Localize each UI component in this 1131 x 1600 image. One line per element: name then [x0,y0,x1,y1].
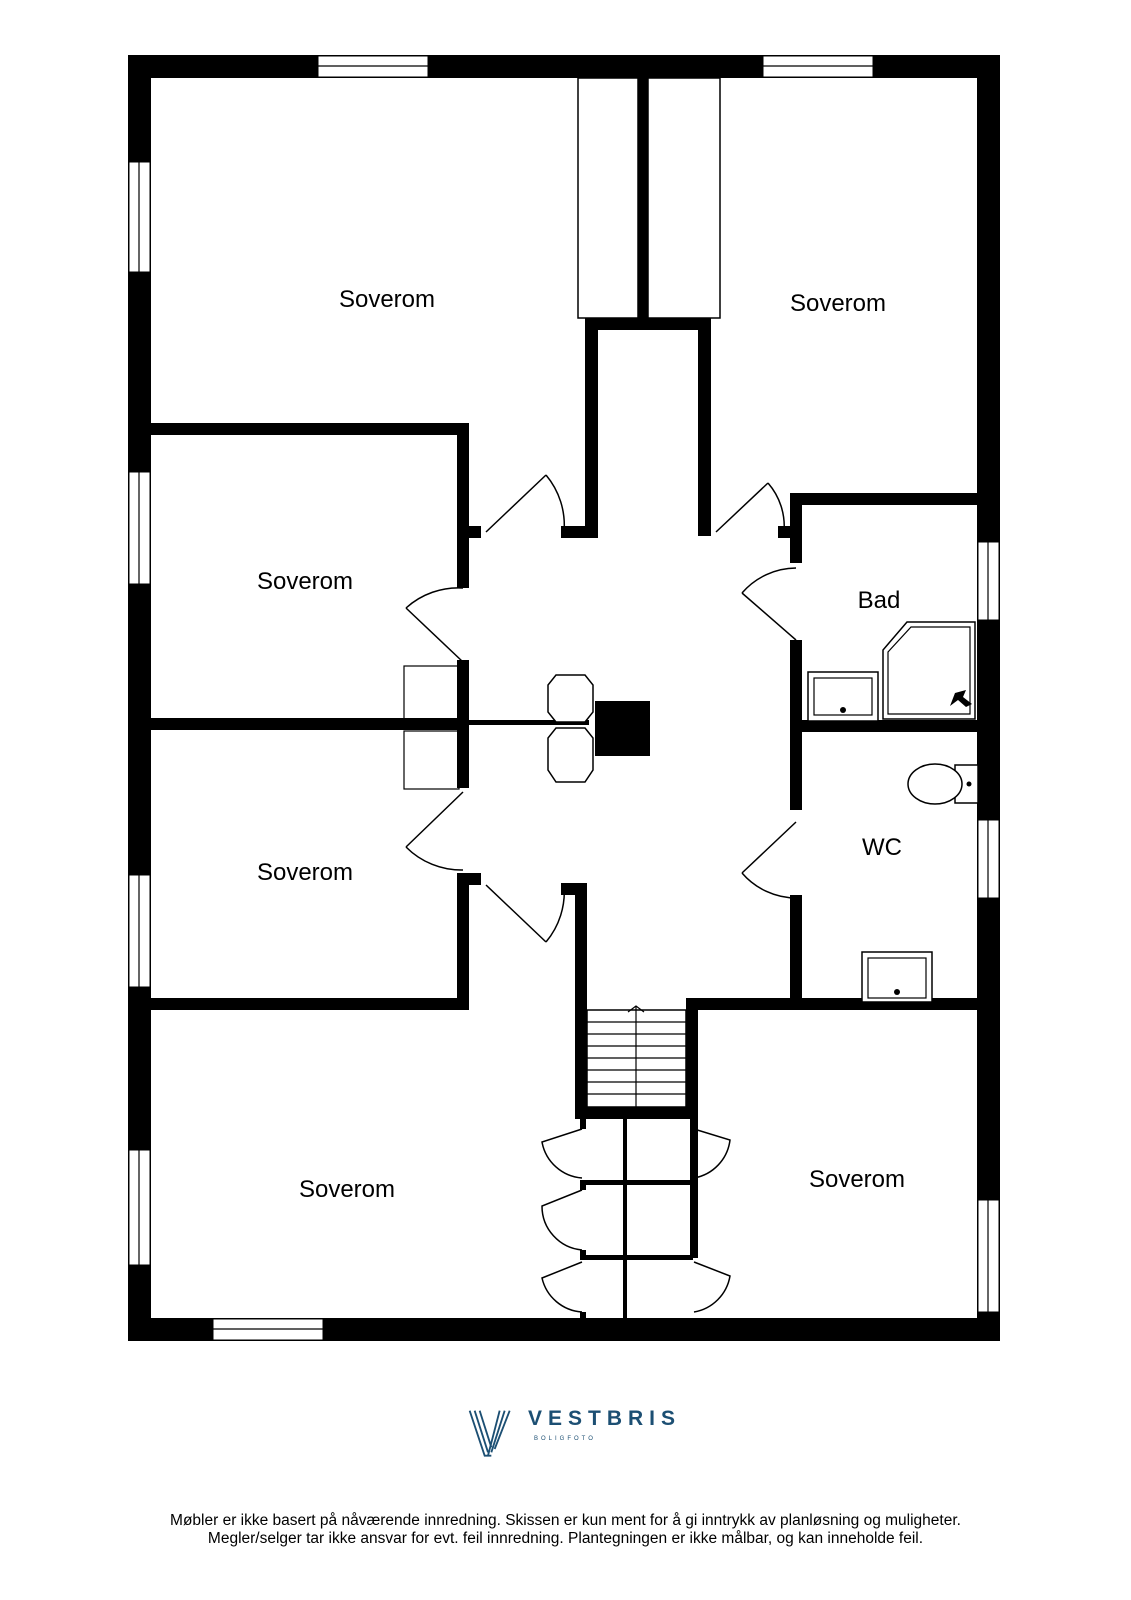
room-label-bedroom-bottom-left: Soverom [299,1176,395,1203]
room-label-bedroom-bottom-right: Soverom [809,1166,905,1193]
disclaimer-line-2: Megler/selger tar ikke ansvar for evt. f… [207,1530,924,1547]
brand-name: VESTBRIS [528,1407,682,1430]
bathroom-fixtures [807,621,979,1003]
room-label-bedroom-top-right: Soverom [790,290,886,317]
disclaimer: Møbler er ikke basert på nåværende innre… [0,1512,1131,1548]
room-label-bathroom: Bad [858,587,901,614]
room-label-bedroom-mid-left-2: Soverom [257,859,353,886]
doors [405,474,797,1313]
room-labels: Soverom Soverom Soverom Soverom Soverom … [257,286,905,1203]
room-label-bedroom-top-left: Soverom [339,286,435,313]
brand-tagline: BOLIGFOTO [534,1436,596,1442]
vestbris-logo-icon [468,1410,511,1457]
room-label-bedroom-mid-left-1: Soverom [257,568,353,595]
interior-walls [151,77,977,1318]
windows [128,55,1000,1341]
furniture [403,665,650,790]
room-label-toilet: WC [862,834,902,861]
disclaimer-line-1: Møbler er ikke basert på nåværende innre… [170,1512,961,1529]
staircase [586,1005,687,1108]
